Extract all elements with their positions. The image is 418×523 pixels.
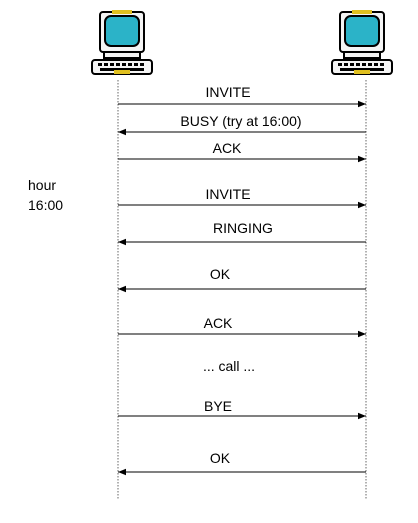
message-label: BUSY (try at 16:00): [180, 113, 302, 129]
message-label: OK: [209, 266, 231, 282]
message-label: INVITE: [205, 186, 251, 202]
message-label: ACK: [203, 315, 233, 331]
hour-note-line1: hour: [28, 177, 57, 193]
message-label: INVITE: [205, 84, 251, 100]
message-label: ACK: [212, 140, 242, 156]
message-label: BYE: [203, 398, 233, 414]
message-arrows: [118, 100, 366, 476]
hour-note: hour 16:00: [28, 175, 63, 215]
computer-icon: [91, 10, 153, 75]
hour-note-line2: 16:00: [28, 197, 64, 213]
message-label: RINGING: [213, 220, 273, 236]
call-label: ... call ...: [202, 358, 256, 374]
message-label: OK: [209, 450, 231, 466]
computer-icon: [331, 10, 393, 75]
